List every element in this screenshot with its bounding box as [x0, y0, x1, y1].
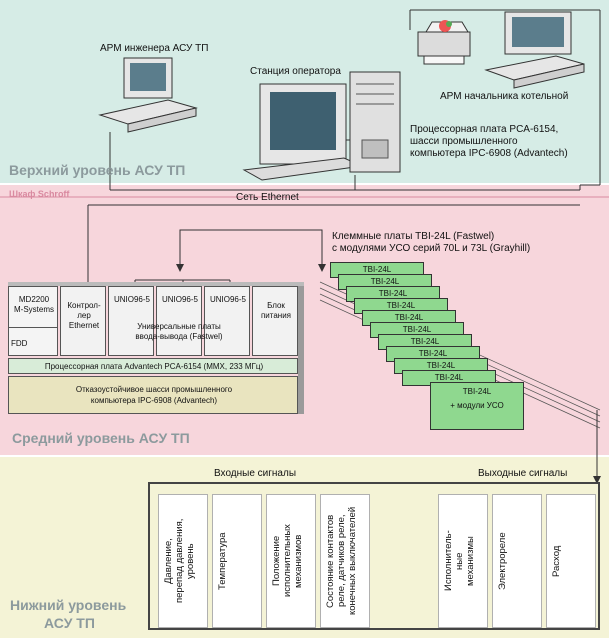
- unio-caption-line2: ввода-вывода (Fastwel): [135, 332, 223, 341]
- rack-assembly: MD2200 M-Systems FDD Контрол- лер Ethern…: [8, 282, 304, 416]
- cpu-desc-line2: шасси промышленного: [410, 136, 518, 147]
- cpu-board-strip: Процессорная плата Advantech PCA-6154 (M…: [8, 358, 298, 374]
- bottom-level-title-line1: Нижний уровень: [10, 597, 127, 613]
- input-signal-pressure: Давление,перепад давления,уровень: [158, 494, 208, 628]
- engineer-computer-icon: [98, 57, 198, 133]
- unio-module-2: UNIO96-5: [156, 286, 202, 356]
- cpu-desc-line1: Процессорная плата PCA-6154,: [410, 124, 559, 135]
- middle-level-title: Средний уровень АСУ ТП: [12, 430, 190, 446]
- cpu-desc-line3: компьютера IPC-6908 (Advantech): [410, 148, 568, 159]
- operator-station-label: Станция оператора: [250, 66, 341, 77]
- cabinet-label: Шкаф Schroff: [9, 189, 70, 199]
- unio-caption-line1: Универсальные платы: [137, 322, 221, 331]
- power-supply-module: Блок питания: [252, 286, 298, 356]
- unio-module-3: UNIO96-5: [204, 286, 250, 356]
- inputs-title: Входные сигналы: [214, 468, 297, 479]
- md-fdd-module: MD2200 M-Systems FDD: [8, 286, 58, 356]
- ethernet-label: Сеть Ethernet: [236, 192, 299, 203]
- output-signal-flow: Расход: [546, 494, 596, 628]
- ethernet-controller-module: Контрол- лер Ethernet: [60, 286, 106, 356]
- engineer-ws-label: АРМ инженера АСУ ТП: [100, 43, 209, 54]
- chassis-block: Отказоустойчивое шасси промышленного ком…: [8, 376, 298, 414]
- terminal-caption-line2: с модулями УСО серий 70L и 73L (Grayhill…: [332, 243, 531, 254]
- boiler-chief-ws-label: АРМ начальника котельной: [440, 91, 569, 102]
- top-level-title: Верхний уровень АСУ ТП: [9, 162, 186, 178]
- printer-icon: [417, 20, 471, 65]
- band-separator-top: [0, 183, 609, 185]
- unio-module-1: UNIO96-5: [108, 286, 154, 356]
- outputs-title: Выходные сигналы: [478, 468, 568, 479]
- bottom-level-title-line2: АСУ ТП: [44, 615, 95, 631]
- input-signal-temperature: Температура: [212, 494, 262, 628]
- band-separator-bottom: [0, 455, 609, 457]
- output-signal-relay: Электрореле: [492, 494, 542, 628]
- terminal-board-stack: TBI-24L TBI-24L TBI-24L TBI-24L TBI-24L …: [330, 262, 600, 432]
- operator-computer-icon: [242, 71, 401, 181]
- chief-computer-icon: [484, 11, 585, 89]
- terminal-caption-line1: Клеммные платы TBI-24L (Fastwel): [332, 231, 495, 242]
- terminal-board-last: TBI-24L + модули УСО: [430, 382, 524, 430]
